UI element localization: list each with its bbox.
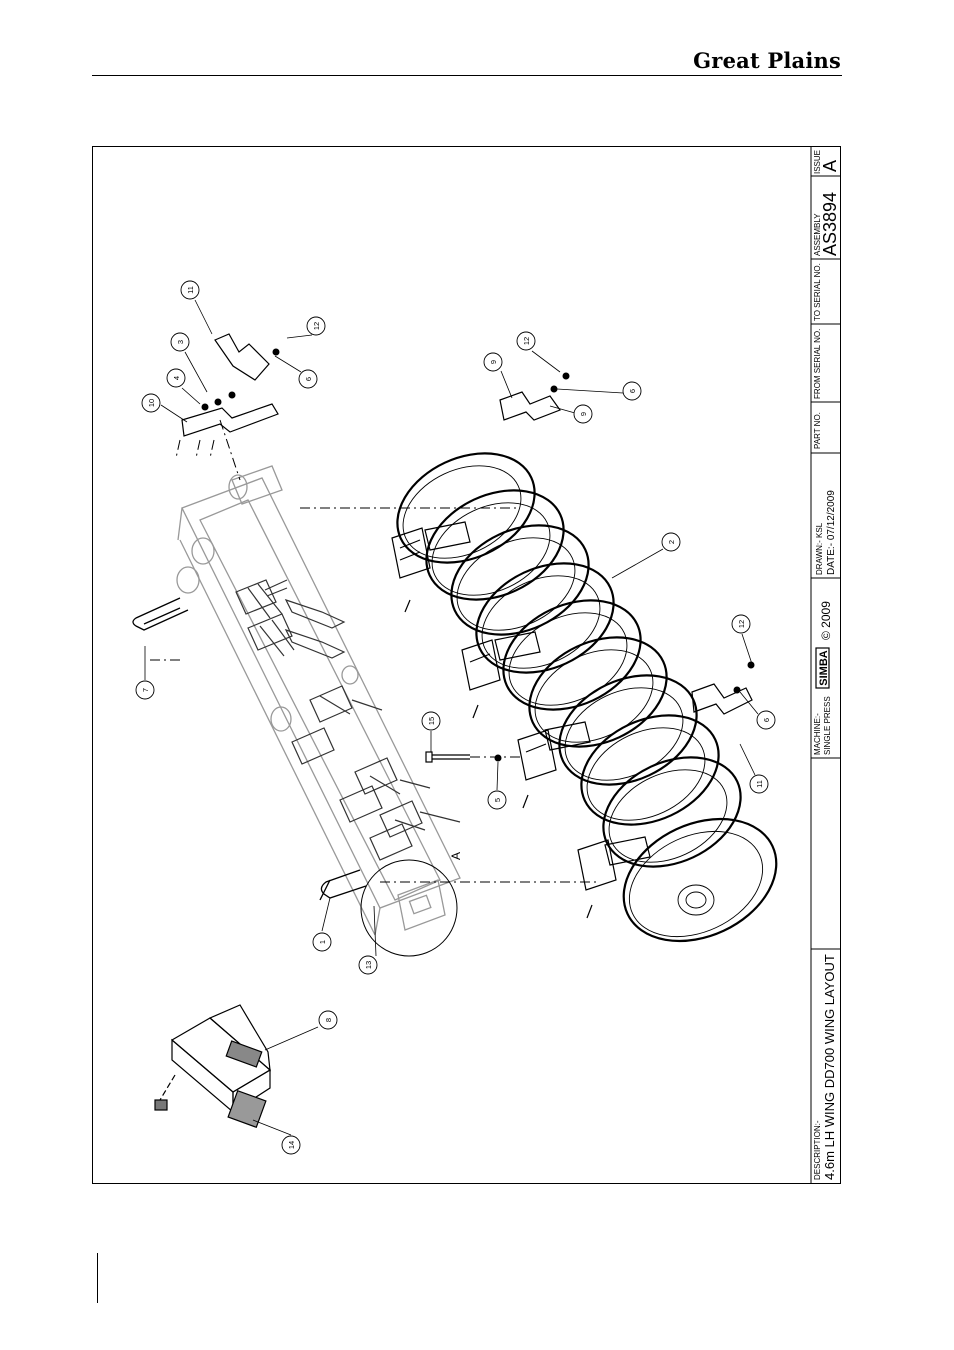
callout-number: 12 — [312, 322, 321, 330]
machine-label: MACHINE:- — [813, 713, 822, 755]
callout-number: 7 — [141, 688, 150, 692]
callout-2: 2 — [662, 533, 680, 551]
callout-number: 8 — [324, 1018, 333, 1022]
callout-6: 6 — [299, 370, 317, 388]
callout-number: 6 — [762, 718, 771, 722]
callout-number: 6 — [304, 377, 313, 381]
callout-number: 11 — [755, 780, 764, 788]
balloon-leaders — [145, 300, 758, 1135]
callout-4: 4 — [167, 369, 185, 387]
callout-9: 9 — [484, 353, 502, 371]
callout-number: 6 — [628, 389, 637, 393]
issue-letter: A — [820, 160, 840, 172]
callout-number: 10 — [147, 399, 156, 407]
bolt-15 — [426, 752, 470, 762]
simba-logo: SIMBA — [816, 648, 830, 688]
callout-10: 10 — [142, 394, 160, 412]
simba-logo-text: SIMBA — [818, 650, 830, 686]
callout-number: 13 — [364, 961, 373, 969]
callout-12: 12 — [517, 332, 535, 350]
callout-15: 15 — [422, 712, 440, 730]
part-no-label: PART NO. — [813, 412, 822, 449]
description-label: DESCRIPTION:- — [813, 1120, 822, 1180]
callout-number: 9 — [579, 412, 588, 416]
callout-number: 15 — [427, 717, 436, 725]
callout-8: 8 — [319, 1011, 337, 1029]
callout-7: 7 — [136, 681, 154, 699]
description-text: 4.6m LH WING DD700 WING LAYOUT — [822, 954, 837, 1180]
callout-number: 4 — [172, 376, 181, 380]
callout-13: 13 — [359, 956, 377, 974]
callout-number: 14 — [287, 1141, 296, 1149]
assembly-lines — [150, 420, 600, 882]
callout-number: 2 — [667, 540, 676, 544]
date-text: DATE:- 07/12/2009 — [826, 490, 837, 575]
callout-9: 9 — [574, 405, 592, 423]
hardware — [202, 349, 754, 761]
callout-number: 12 — [737, 620, 746, 628]
callout-12: 12 — [307, 317, 325, 335]
callout-11: 11 — [750, 775, 768, 793]
callout-1: 1 — [313, 933, 331, 951]
callout-6: 6 — [623, 382, 641, 400]
callout-number: 9 — [489, 360, 498, 364]
callout-3: 3 — [171, 333, 189, 351]
callout-number: 12 — [522, 337, 531, 345]
callout-number: 5 — [493, 798, 502, 802]
from-serial-label: FROM SERIAL NO. — [813, 329, 822, 399]
drawn-text: DRAWN:- KSL — [815, 522, 824, 575]
callout-number: 3 — [176, 340, 185, 344]
wing-frame — [177, 466, 460, 935]
toolbox — [155, 1005, 270, 1127]
scraper-brackets — [182, 334, 752, 714]
callout-12: 12 — [732, 615, 750, 633]
callout-11: 11 — [181, 281, 199, 299]
callout-number: 11 — [186, 286, 195, 294]
copyright-text: © 2009 — [819, 601, 833, 640]
callout-number: 1 — [318, 940, 327, 944]
title-block-text: DESCRIPTION:- 4.6m LH WING DD700 WING LA… — [813, 150, 840, 1180]
callout-5: 5 — [488, 791, 506, 809]
machine-text: SINGLE PRESS — [823, 696, 832, 755]
view-label-a: A — [449, 852, 463, 860]
assembly-number: AS3894 — [820, 192, 840, 256]
to-serial-label: TO SERIAL NO. — [813, 263, 822, 321]
callout-14: 14 — [282, 1136, 300, 1154]
callout-6: 6 — [757, 711, 775, 729]
